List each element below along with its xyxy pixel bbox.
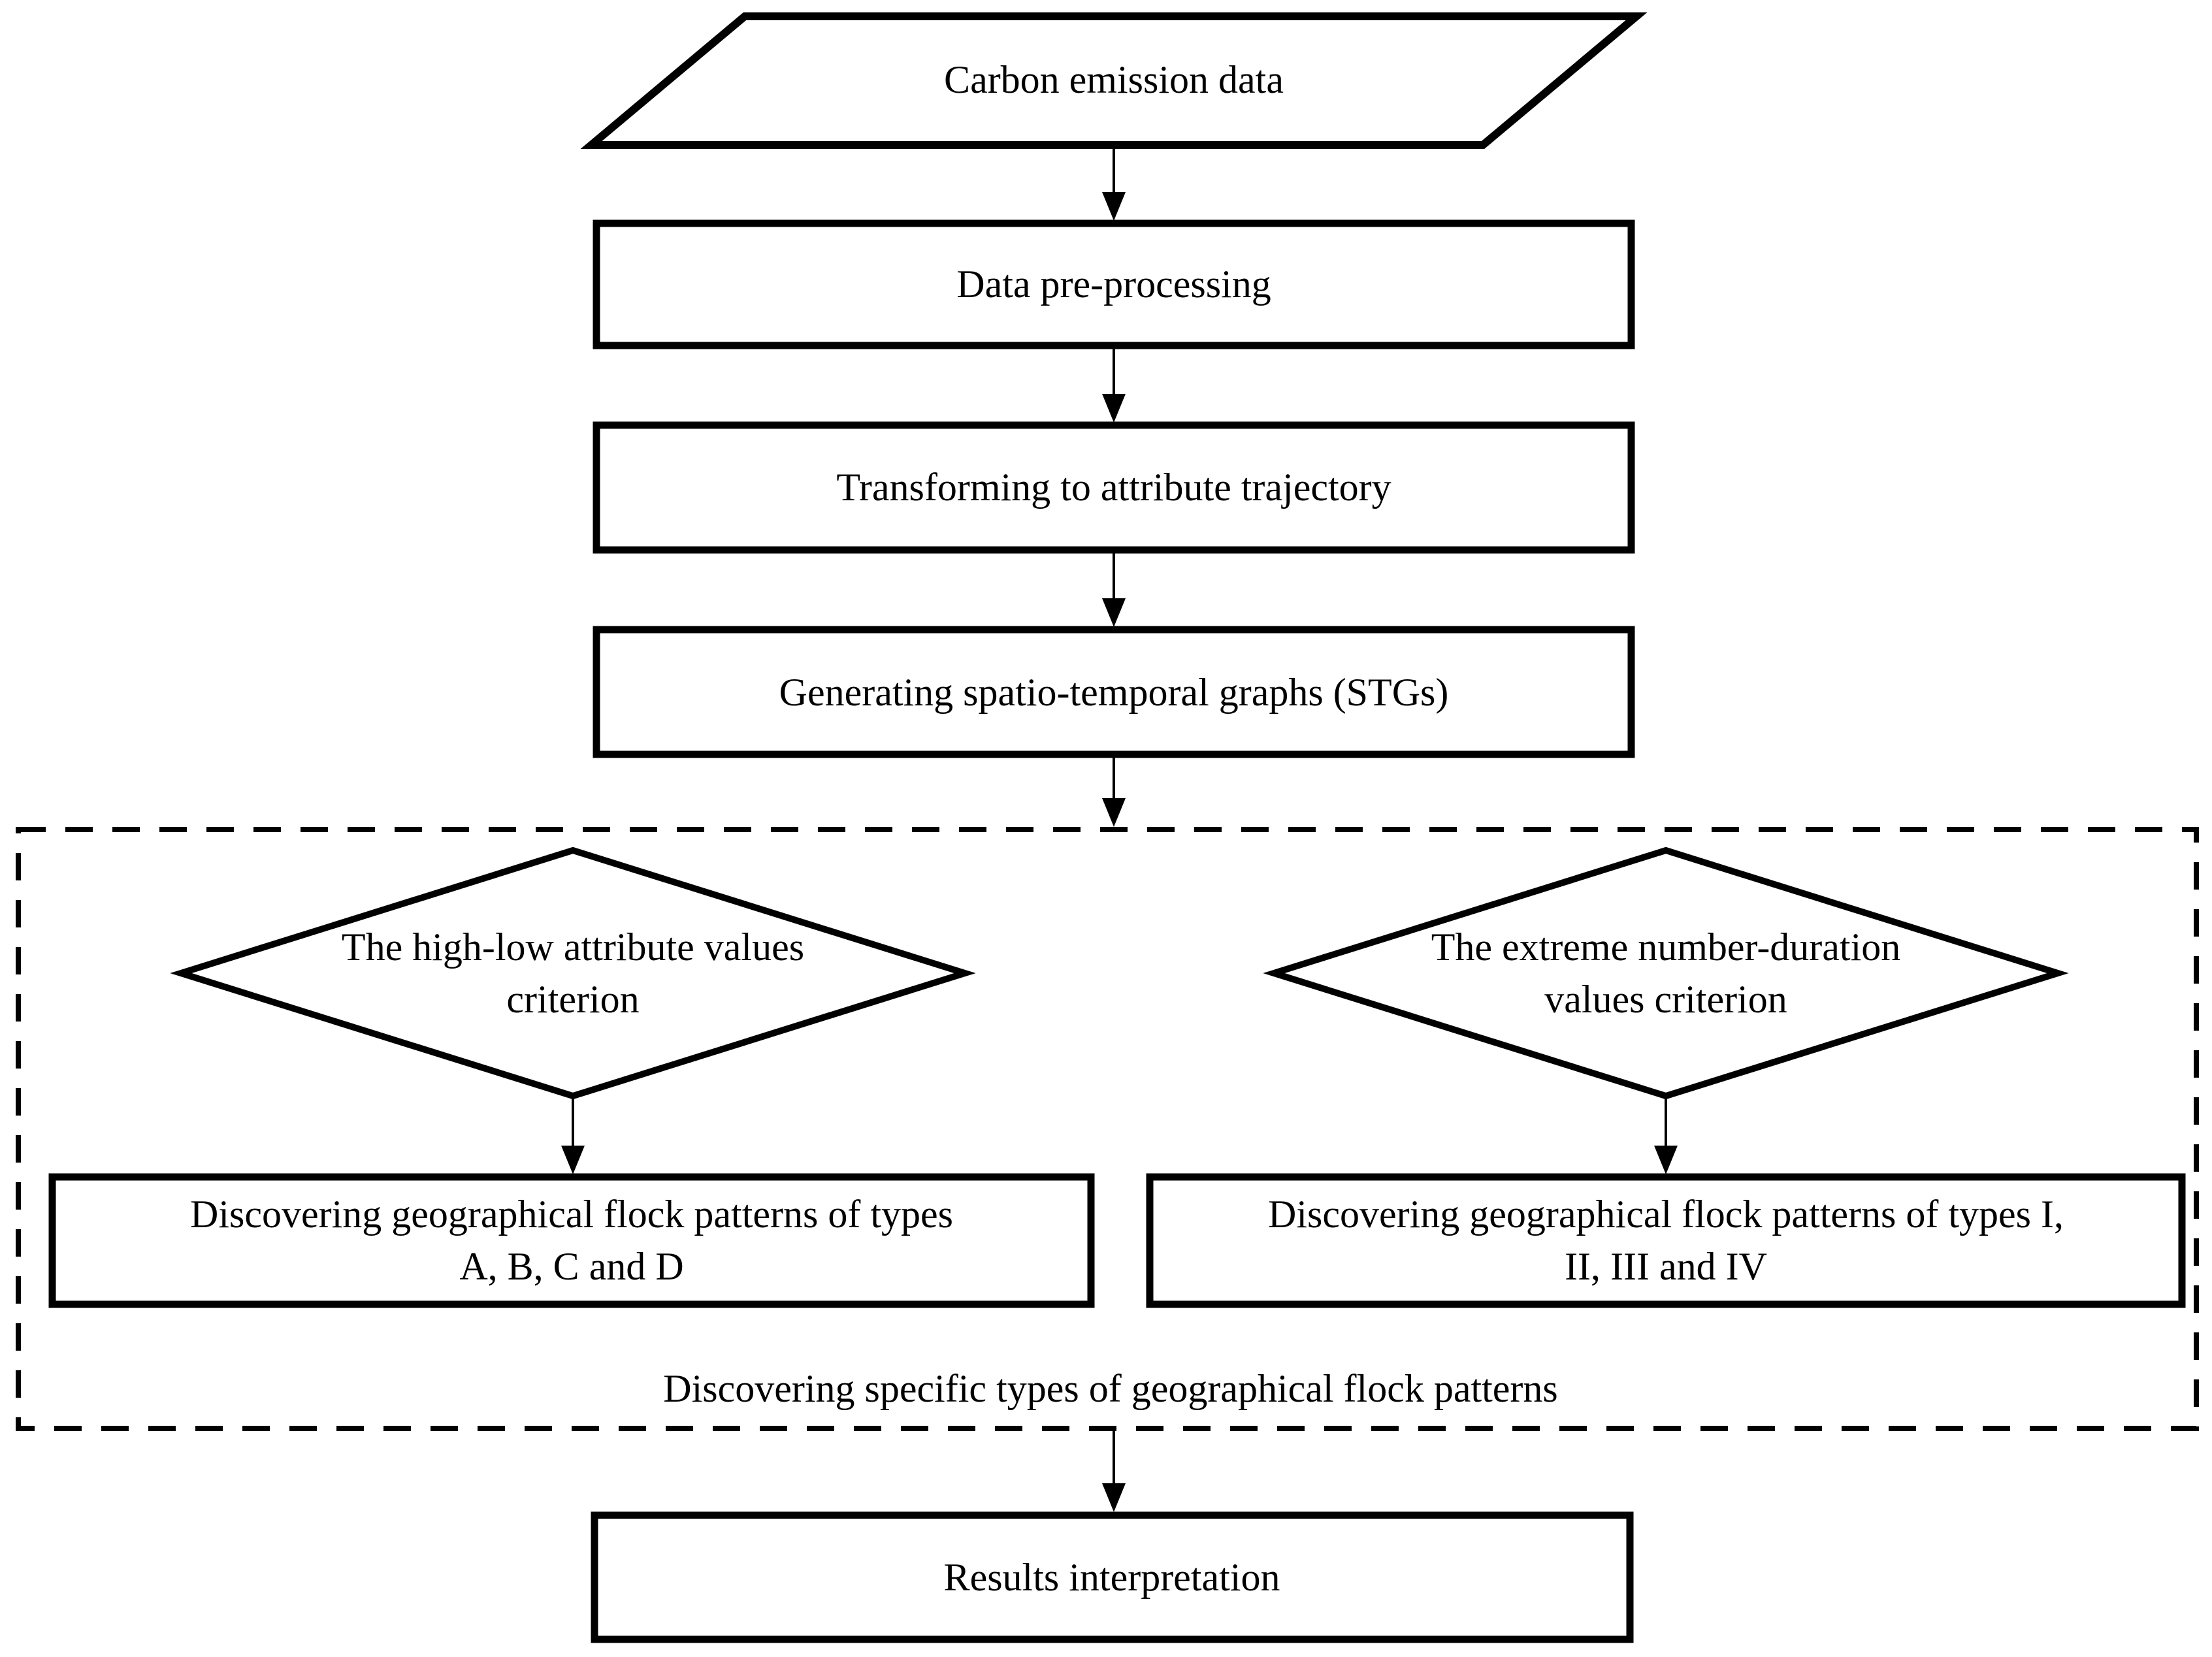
label-carbon-emission-data: Carbon emission data (944, 58, 1284, 101)
arrow-head-5 (561, 1146, 585, 1174)
process-box-transforming (593, 421, 1635, 554)
label-discover-abcd-line1: Discovering geographical flock patterns … (190, 1193, 953, 1236)
label-high-low-criterion-line2: criterion (506, 978, 640, 1021)
label-data-preprocessing: Data pre-processing (956, 263, 1271, 306)
label-discover-i-iv-line1: Discovering geographical flock patterns … (1268, 1193, 2064, 1236)
label-extreme-criterion-line1: The extreme number-duration (1431, 925, 1901, 969)
dashed-group-container (16, 827, 2199, 1431)
label-discover-abcd-line2: A, B, C and D (459, 1245, 684, 1288)
decision-diamond-extreme (1263, 846, 2069, 1100)
label-results-interpretation: Results interpretation (943, 1556, 1280, 1599)
arrow-head-4 (1102, 798, 1126, 827)
process-box-data-preprocessing (593, 219, 1635, 349)
arrow-head-3 (1102, 598, 1126, 627)
label-discover-i-iv-line2: II, III and IV (1565, 1245, 1767, 1288)
arrow-head-2 (1102, 394, 1126, 423)
label-group-caption: Discovering specific types of geographic… (663, 1367, 1558, 1410)
process-box-discover-i-iv (1146, 1173, 2186, 1308)
label-discover-i-iv: Discovering geographical flock patterns … (1268, 1188, 2064, 1293)
arrow-head-1 (1102, 192, 1126, 221)
arrow-head-7 (1102, 1483, 1126, 1512)
label-extreme-criterion-line2: values criterion (1544, 978, 1787, 1021)
process-box-results (591, 1511, 1634, 1643)
decision-diamond-high-low (170, 846, 976, 1100)
parallelogram-carbon-emission-data (580, 12, 1648, 149)
label-discover-abcd: Discovering geographical flock patterns … (190, 1188, 953, 1293)
label-generating-stgs: Generating spatio-temporal graphs (STGs) (779, 671, 1449, 714)
label-high-low-criterion-line1: The high-low attribute values (341, 925, 805, 969)
label-transforming: Transforming to attribute trajectory (836, 466, 1391, 509)
process-box-discover-abcd (48, 1173, 1095, 1308)
label-extreme-criterion: The extreme number-duration values crite… (1431, 921, 1901, 1025)
arrow-head-6 (1654, 1146, 1678, 1174)
label-high-low-criterion: The high-low attribute values criterion (342, 921, 804, 1025)
